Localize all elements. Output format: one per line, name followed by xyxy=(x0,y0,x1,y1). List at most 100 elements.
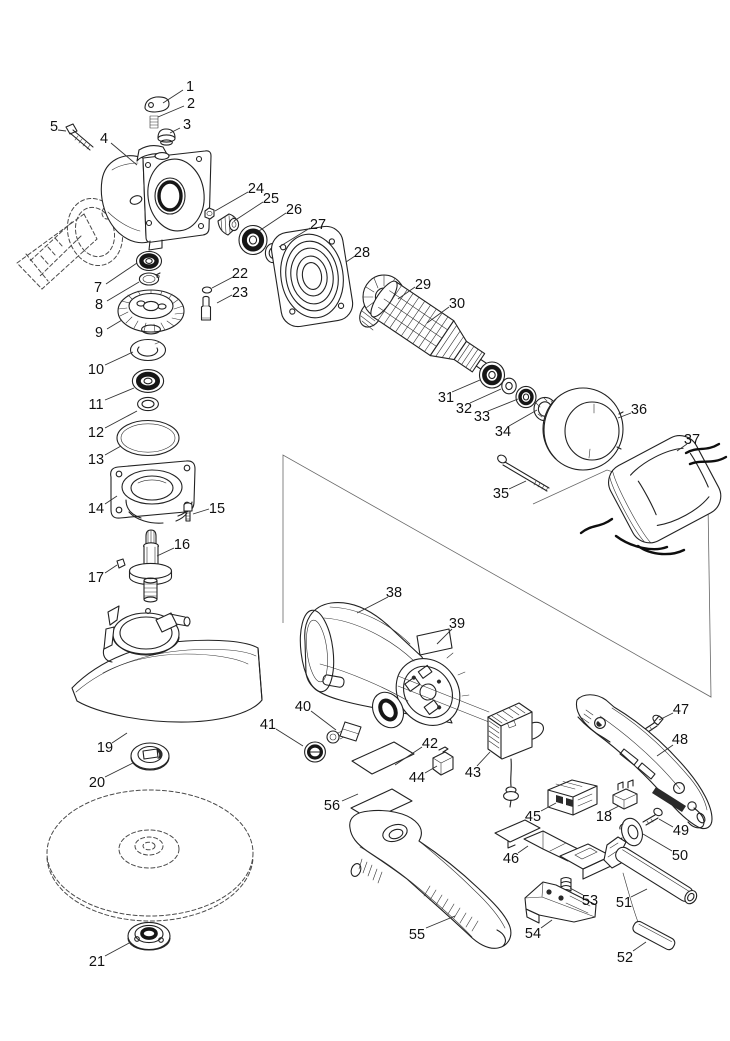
leader-line-37 xyxy=(676,443,688,452)
part-26-ball-bearing xyxy=(238,224,268,256)
part-label-21: 21 xyxy=(89,954,105,970)
leader-line-53 xyxy=(569,887,584,896)
part-label-22: 22 xyxy=(232,266,248,282)
part-16-spindle xyxy=(128,529,173,603)
leader-line-31 xyxy=(451,379,481,393)
part-32-washer xyxy=(501,377,517,395)
leader-line-45 xyxy=(540,802,557,812)
part-13-o-ring xyxy=(116,419,180,457)
part-label-49: 49 xyxy=(673,823,689,839)
part-17-key xyxy=(116,558,126,569)
leader-line-29 xyxy=(397,286,416,300)
leader-line-48 xyxy=(656,744,674,757)
leader-line-4 xyxy=(110,142,138,166)
leader-line-47 xyxy=(658,712,674,721)
part-46-switch-plate xyxy=(494,819,612,880)
part-42-insulation-sheet xyxy=(351,741,415,775)
part-label-44: 44 xyxy=(409,770,425,786)
part-47-screw xyxy=(641,714,664,735)
part-label-10: 10 xyxy=(88,362,104,378)
part-label-42: 42 xyxy=(422,736,438,752)
part-35-screw xyxy=(497,454,550,492)
part-label-17: 17 xyxy=(88,570,104,586)
part-label-12: 12 xyxy=(88,425,104,441)
part-8-circlip xyxy=(138,272,161,286)
part-48-handle-cover xyxy=(575,694,713,830)
part-label-30: 30 xyxy=(449,296,465,312)
part-50-clamp xyxy=(619,817,643,847)
part-49-screw xyxy=(642,807,663,826)
part-label-35: 35 xyxy=(493,486,509,502)
part-label-50: 50 xyxy=(672,848,688,864)
leader-line-12 xyxy=(104,410,138,429)
leader-line-15 xyxy=(192,508,210,515)
leader-line-51 xyxy=(630,888,648,898)
part-label-9: 9 xyxy=(95,325,103,341)
part-label-54: 54 xyxy=(525,926,541,942)
leader-line-52 xyxy=(632,941,647,952)
part-label-8: 8 xyxy=(95,297,103,313)
part-label-1: 1 xyxy=(186,79,194,95)
part-label-45: 45 xyxy=(525,809,541,825)
part-label-26: 26 xyxy=(286,202,302,218)
part-grinding-wheel-dashed xyxy=(46,789,254,922)
part-44-connector xyxy=(432,746,454,776)
leader-line-23 xyxy=(216,294,233,304)
leader-line-9 xyxy=(106,319,123,330)
part-label-43: 43 xyxy=(465,765,481,781)
part-22-o-ring xyxy=(201,286,213,294)
part-54-switch-lever xyxy=(524,881,597,924)
part-12-washer xyxy=(137,396,159,412)
leader-line-17 xyxy=(104,564,118,574)
leader-line-54 xyxy=(540,919,553,929)
leader-line-41 xyxy=(275,728,304,747)
part-label-19: 19 xyxy=(97,740,113,756)
part-label-53: 53 xyxy=(582,893,598,909)
part-18-connector xyxy=(612,779,638,810)
leader-line-22 xyxy=(211,276,234,289)
part-label-47: 47 xyxy=(673,702,689,718)
part-label-27: 27 xyxy=(310,217,326,233)
leader-line-50 xyxy=(642,833,673,852)
part-label-28: 28 xyxy=(354,245,370,261)
part-24-nut xyxy=(204,207,215,220)
part-label-25: 25 xyxy=(263,191,279,207)
part-label-40: 40 xyxy=(295,699,311,715)
part-52-sleeve xyxy=(622,872,676,951)
part-label-51: 51 xyxy=(616,895,632,911)
leader-line-19 xyxy=(111,732,128,744)
leader-line-30 xyxy=(426,306,450,324)
part-55-handle xyxy=(349,809,512,949)
part-label-14: 14 xyxy=(88,501,104,517)
leader-line-11 xyxy=(104,387,135,401)
part-label-56: 56 xyxy=(324,798,340,814)
leader-line-13 xyxy=(104,445,122,456)
part-45-terminal-block xyxy=(547,779,598,816)
leader-line-39 xyxy=(436,628,453,645)
part-label-34: 34 xyxy=(495,424,511,440)
part-40-carbon-brush xyxy=(326,721,362,744)
part-28-baffle-plate xyxy=(270,225,354,328)
part-label-7: 7 xyxy=(94,280,102,296)
leader-line-26 xyxy=(258,212,287,232)
leader-line-8 xyxy=(106,281,140,302)
inset-boundary-line xyxy=(282,454,712,698)
leader-line-35 xyxy=(508,480,527,490)
leader-line-32 xyxy=(469,388,502,404)
part-37-field xyxy=(579,435,728,556)
part-label-41: 41 xyxy=(260,717,276,733)
part-label-15: 15 xyxy=(209,501,225,517)
leader-line-55 xyxy=(425,915,456,929)
part-1-lever xyxy=(144,96,170,113)
part-label-20: 20 xyxy=(89,775,105,791)
part-label-11: 11 xyxy=(88,397,103,413)
part-5-screw xyxy=(65,123,94,151)
part-41-brush-cap xyxy=(304,741,326,763)
leader-line-36 xyxy=(617,412,632,419)
part-label-23: 23 xyxy=(232,285,248,301)
leader-line-44 xyxy=(424,765,438,774)
leader-line-42 xyxy=(394,746,423,766)
